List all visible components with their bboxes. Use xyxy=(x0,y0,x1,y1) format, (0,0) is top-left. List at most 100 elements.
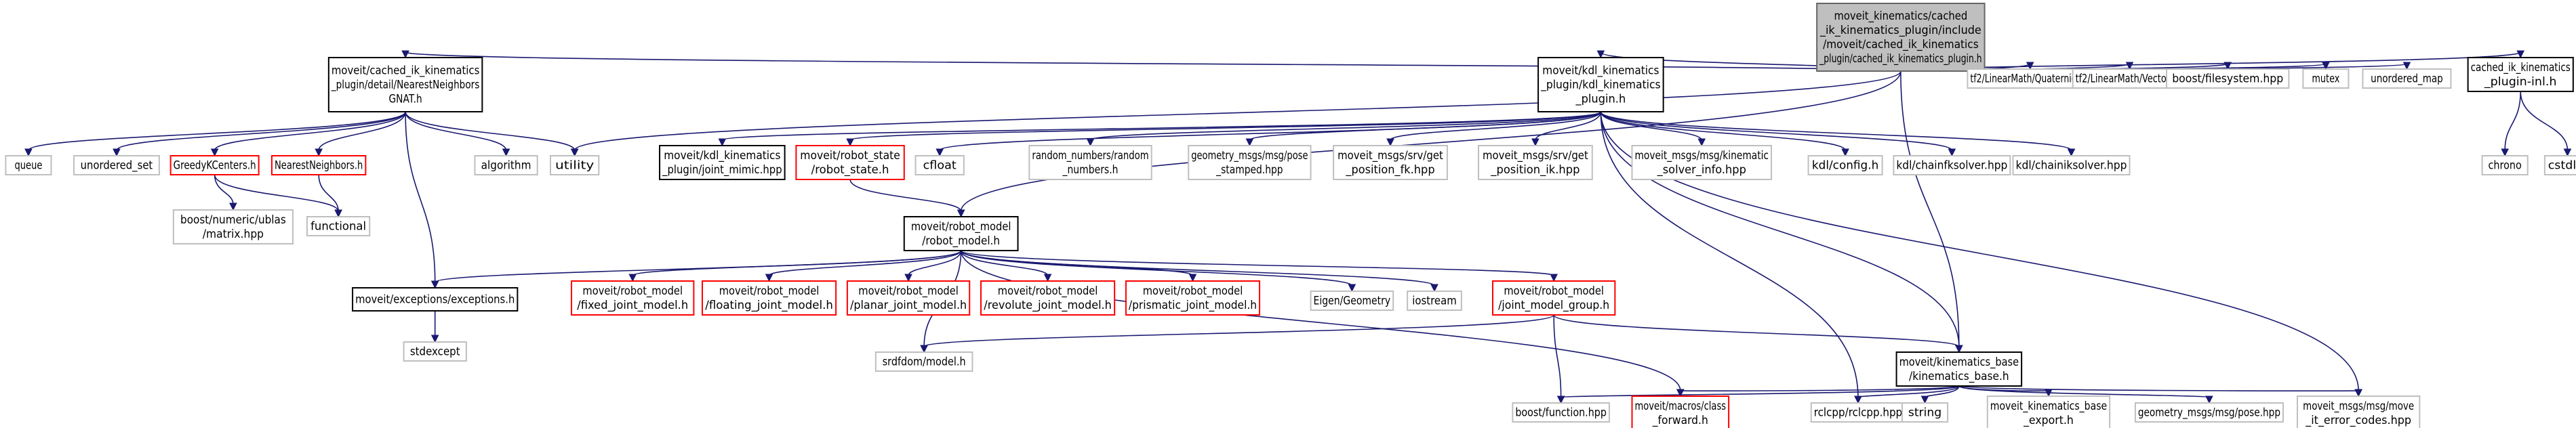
node-label-line: stdexcept xyxy=(410,345,460,359)
node-fs: boost/filesystem.hpp xyxy=(2166,68,2290,89)
node-label-line: _plugin/detail/NearestNeighbors xyxy=(331,79,479,92)
node-label-line: functional xyxy=(310,220,366,234)
node-ngnat[interactable]: moveit/cached_ik_kinematics_plugin/detai… xyxy=(327,57,483,112)
edge-ngnat-to-queue xyxy=(24,111,406,157)
node-label-line: cfloat xyxy=(923,159,957,173)
node-label-line: /planar_joint_model.h xyxy=(850,299,967,312)
node-label-line: tf2/LinearMath/Quaternion.h xyxy=(1970,72,2090,86)
edge-rmodel-to-iostream xyxy=(960,250,1438,293)
node-rstate[interactable]: moveit/robot_state/robot_state.h xyxy=(795,145,905,180)
node-label-line: /fixed_joint_model.h xyxy=(577,299,688,312)
node-label-line: _export.h xyxy=(2023,414,2074,427)
node-srdf: srdfdom/model.h xyxy=(874,351,973,372)
edge-rmodel-to-classfwd xyxy=(960,250,1685,398)
node-utility: utility xyxy=(550,155,600,175)
edge-kdl_plugin-to-getik xyxy=(1531,111,1602,147)
edge-rmodel-to-revolute xyxy=(960,250,1052,282)
node-kbase[interactable]: moveit/kinematics_base/kinematics_base.h xyxy=(1895,351,2023,387)
node-chrono: chrono xyxy=(2481,155,2529,175)
edge-kbase-to-errcodes xyxy=(1958,385,2362,398)
node-kdlcfg: kdl/config.h xyxy=(1807,155,1883,175)
node-floating[interactable]: moveit/robot_model/floating_joint_model.… xyxy=(701,280,837,316)
node-label-line: moveit/robot_model xyxy=(858,284,959,298)
edge-kdl_plugin-to-kdlcfg xyxy=(1600,111,1849,157)
node-fksolver: kdl/chainfksolver.hpp xyxy=(1893,155,2011,175)
node-prismatic[interactable]: moveit/robot_model/prismatic_joint_model… xyxy=(1125,280,1261,316)
node-label-line: _position_ik.hpp xyxy=(1490,163,1579,177)
node-label-line: boost/function.hpp xyxy=(1515,406,1607,420)
edge-kdl_plugin-to-rstate xyxy=(846,111,1602,147)
node-label-line: _plugin/joint_mimic.hpp xyxy=(662,163,782,177)
node-mimic[interactable]: moveit/kdl_kinematics_plugin/joint_mimic… xyxy=(659,145,786,180)
edge-nn-to-functional xyxy=(318,174,342,218)
node-nn[interactable]: NearestNeighbors.h xyxy=(270,155,367,175)
node-label-line: moveit_kinematics/cached xyxy=(1834,9,1967,23)
node-label-line: _plugin/kdl_kinematics xyxy=(1540,79,1661,92)
node-label-line: GreedyKCenters.h xyxy=(174,159,256,173)
edge-root-to-rmodel xyxy=(957,70,1901,218)
node-label-line: _plugin/cached_ik_kinematics_plugin.h xyxy=(1819,52,1981,66)
node-label-line: moveit/macros/class xyxy=(1635,400,1727,413)
node-label-line: /floating_joint_model.h xyxy=(705,299,833,312)
node-label-line: kdl/chainiksolver.hpp xyxy=(2016,159,2127,173)
node-gkc[interactable]: GreedyKCenters.h xyxy=(169,155,260,175)
edge-rmodel-to-planar xyxy=(904,250,962,282)
node-cstdlib: cstdlib xyxy=(2543,155,2576,175)
node-kdl_plugin[interactable]: moveit/kdl_kinematics_plugin/kdl_kinemat… xyxy=(1537,57,1664,112)
edge-rstate-to-rmodel xyxy=(849,179,965,218)
node-label-line: unordered_map xyxy=(2371,72,2443,86)
node-getfk: moveit_msgs/srv/get_position_fk.hpp xyxy=(1333,145,1448,180)
node-bfunc: boost/function.hpp xyxy=(1512,402,1610,423)
node-label-line: moveit_msgs/srv/get xyxy=(1483,149,1588,163)
node-label-line: moveit_msgs/srv/get xyxy=(1337,149,1443,163)
node-fixed[interactable]: moveit/robot_model/fixed_joint_model.h xyxy=(571,280,695,316)
edge-kbase-to-bfunc xyxy=(1556,385,1960,404)
node-revolute[interactable]: moveit/robot_model/revolute_joint_model.… xyxy=(980,280,1116,316)
node-label-line: /revolute_joint_model.h xyxy=(984,299,1112,312)
edge-ngnat-to-algorithm xyxy=(405,111,510,157)
edge-kdl_plugin-to-mimic xyxy=(718,111,1602,147)
node-ikinl[interactable]: cached_ik_kinematics_plugin-inl.h xyxy=(2467,57,2574,92)
edge-ikinl-to-cstdlib xyxy=(2520,91,2572,157)
nodes-layer: moveit_kinematics/cached_ik_kinematics_p… xyxy=(5,3,2576,428)
node-label-line: moveit/kinematics_base xyxy=(1899,356,2019,369)
node-cfloat: cfloat xyxy=(914,155,965,175)
node-label-line: iostream xyxy=(1412,295,1457,308)
node-root[interactable]: moveit_kinematics/cached_ik_kinematics_p… xyxy=(1816,3,1986,72)
node-eigen: Eigen/Geometry xyxy=(1310,291,1394,311)
node-label-line: /matrix.hpp xyxy=(203,228,264,241)
node-label-line: moveit_kinematics_base xyxy=(1990,400,2107,413)
node-label-line: srdfdom/model.h xyxy=(883,356,966,369)
node-label-line: moveit/robot_model xyxy=(1504,284,1604,298)
node-label-line: moveit/kdl_kinematics xyxy=(1542,64,1659,78)
node-label-line: _plugin.h xyxy=(1575,93,1626,106)
node-exceptions[interactable]: moveit/exceptions/exceptions.h xyxy=(352,287,519,312)
node-label-line: _it_error_codes.hpp xyxy=(2305,414,2411,427)
node-label-line: kdl/chainfksolver.hpp xyxy=(1896,159,2007,173)
node-label-line: _stamped.hpp xyxy=(1215,163,1283,177)
node-planar[interactable]: moveit/robot_model/planar_joint_model.h xyxy=(846,280,971,316)
node-label-line: _position_fk.hpp xyxy=(1345,163,1434,177)
node-label-line: _plugin-inl.h xyxy=(2484,75,2557,89)
node-jmg[interactable]: moveit/robot_model/joint_model_group.h xyxy=(1491,280,1616,316)
node-rclcpp: rclcpp/rclcpp.hpp xyxy=(1810,402,1906,423)
node-label-line: rclcpp/rclcpp.hpp xyxy=(1814,406,1902,420)
edge-jmg-to-srdf xyxy=(920,314,1554,354)
node-errcodes: moveit_msgs/msg/move_it_error_codes.hpp xyxy=(2296,395,2421,428)
node-label-line: _forward.h xyxy=(1652,414,1708,427)
node-label-line: boost/filesystem.hpp xyxy=(2172,72,2283,86)
edge-kdl_plugin-to-getfk xyxy=(1386,111,1602,147)
node-string: string xyxy=(1901,402,1949,423)
node-label-line: geometry_msgs/msg/pose.hpp xyxy=(2138,406,2280,420)
edge-root-to-ngnat xyxy=(401,50,1901,72)
node-label-line: unordered_set xyxy=(81,159,153,173)
node-label-line: chrono xyxy=(2489,159,2522,173)
edge-ngnat-to-uset xyxy=(113,111,406,157)
node-label-line: /robot_model.h xyxy=(922,234,1000,248)
node-rand: random_numbers/random_numbers.h xyxy=(1028,145,1152,180)
node-getik: moveit_msgs/srv/get_position_ik.hpp xyxy=(1478,145,1593,180)
node-ublas: boost/numeric/ublas/matrix.hpp xyxy=(172,209,294,244)
node-classfwd[interactable]: moveit/macros/class_forward.h xyxy=(1631,395,1730,428)
node-uset: unordered_set xyxy=(73,155,160,175)
node-rmodel[interactable]: moveit/robot_model/robot_model.h xyxy=(903,216,1019,251)
